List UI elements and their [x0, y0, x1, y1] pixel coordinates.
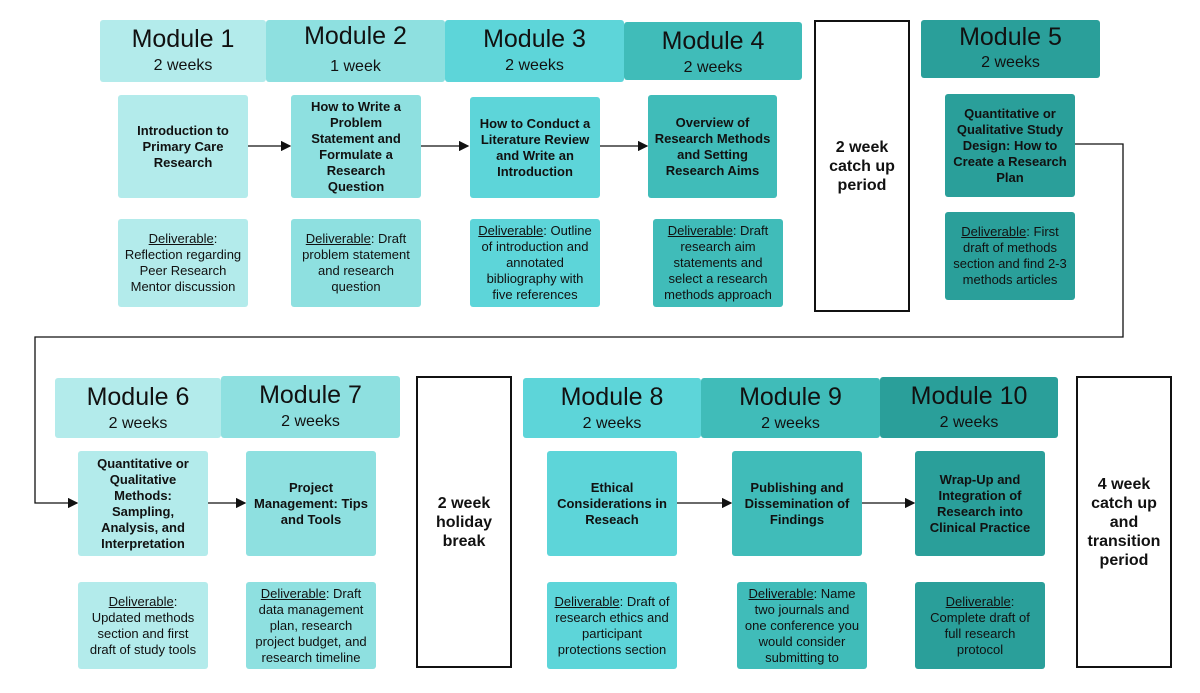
module-3-topic: How to Conduct a Literature Review and W…: [470, 97, 600, 198]
module-10-deliverable: Deliverable:Complete draft of full resea…: [915, 582, 1045, 669]
module-3-duration: 2 weeks: [505, 57, 564, 74]
deliverable-label: Deliverable: [148, 231, 214, 246]
module-10-header: Module 10 2 weeks: [880, 377, 1058, 438]
module-8-deliverable-text: Draft of research ethics and participant…: [555, 593, 670, 657]
module-7-deliverable: Deliverable: Draft data management plan,…: [246, 582, 376, 669]
module-10-title: Module 10: [910, 382, 1028, 410]
module-6-topic: Quantitative or Qualitative Methods: Sam…: [78, 451, 208, 556]
module-7-title: Module 7: [259, 381, 362, 409]
module-9-title: Module 9: [739, 383, 842, 411]
deliverable-label: Deliverable: [667, 223, 733, 238]
module-4-title: Module 4: [661, 27, 765, 55]
module-2-header: Module 2 1 week: [266, 20, 445, 82]
module-1-topic: Introduction to Primary Care Research: [118, 95, 248, 198]
module-7-deliverable-text: Draft data management plan, research pro…: [255, 585, 367, 665]
module-7-duration: 2 weeks: [281, 413, 340, 430]
arrow-m5-m6: [34, 143, 1124, 509]
module-6-deliverable: Deliverable:Updated methods section and …: [78, 582, 208, 669]
deliverable-label: Deliverable: [554, 593, 620, 609]
module-8-deliverable: Deliverable: Draft of research ethics an…: [547, 582, 677, 669]
holiday-break-box: 2 week holiday break: [416, 376, 512, 668]
module-3-deliverable-text: Outline of introduction and annotated bi…: [481, 223, 592, 302]
module-4-header: Module 4 2 weeks: [624, 22, 802, 80]
module-2-duration: 1 week: [330, 58, 381, 75]
module-10-topic: Wrap-Up and Integration of Research into…: [915, 451, 1045, 556]
deliverable-label: Deliverable: [305, 231, 371, 246]
deliverable-label: Deliverable: [108, 593, 174, 609]
module-2-topic: How to Write a Problem Statement and For…: [291, 95, 421, 198]
catch-up-period-text: 2 week catch up period: [829, 138, 895, 194]
holiday-break-text: 2 week holiday break: [435, 494, 492, 550]
deliverable-label: Deliverable: [945, 593, 1011, 609]
deliverable-label: Deliverable: [961, 224, 1027, 239]
module-5-header: Module 5 2 weeks: [921, 20, 1100, 78]
module-5-title: Module 5: [959, 23, 1062, 51]
module-10-deliverable-text: Complete draft of full research protocol: [930, 609, 1030, 657]
module-9-duration: 2 weeks: [761, 415, 820, 432]
module-2-deliverable: Deliverable: Draft problem statement and…: [291, 219, 421, 307]
module-1-duration: 2 weeks: [153, 57, 213, 74]
transition-period-text: 4 week catch up and transition period: [1087, 475, 1161, 569]
module-5-deliverable-text: First draft of methods section and find …: [953, 224, 1067, 287]
module-6-title: Module 6: [86, 383, 190, 411]
module-2-deliverable-text: Draft problem statement and research que…: [302, 231, 410, 294]
deliverable-label: Deliverable: [748, 585, 814, 601]
module-5-deliverable: Deliverable: First draft of methods sect…: [945, 212, 1075, 300]
module-1-title: Module 1: [131, 25, 235, 53]
transition-period-box: 4 week catch up and transition period: [1076, 376, 1172, 668]
module-6-deliverable-text: Updated methods section and first draft …: [89, 609, 197, 657]
module-7-topic: Project Management: Tips and Tools: [246, 451, 376, 556]
module-4-topic: Overview of Research Methods and Setting…: [648, 95, 777, 198]
module-9-header: Module 9 2 weeks: [701, 378, 880, 438]
module-4-deliverable-text: Draft research aim statements and select…: [664, 223, 772, 302]
module-8-header: Module 8 2 weeks: [523, 378, 701, 438]
module-9-topic: Publishing and Dissemination of Findings: [732, 451, 862, 556]
module-4-duration: 2 weeks: [683, 59, 743, 76]
deliverable-label: Deliverable: [260, 585, 326, 601]
module-8-duration: 2 weeks: [582, 415, 642, 432]
module-1-deliverable-text: Reflection regarding Peer Research Mento…: [124, 247, 242, 294]
module-6-duration: 2 weeks: [108, 415, 168, 432]
module-8-title: Module 8: [560, 383, 664, 411]
catch-up-period-box: 2 week catch up period: [814, 20, 910, 312]
module-2-title: Module 2: [304, 22, 407, 50]
module-6-header: Module 6 2 weeks: [55, 378, 221, 438]
module-3-title: Module 3: [483, 25, 586, 53]
module-10-duration: 2 weeks: [939, 414, 999, 431]
deliverable-label: Deliverable: [478, 223, 544, 238]
module-3-header: Module 3 2 weeks: [445, 20, 624, 82]
module-9-deliverable-text: Name two journals and one conference you…: [744, 585, 860, 665]
module-3-deliverable: Deliverable: Outline of introduction and…: [470, 219, 600, 307]
module-9-deliverable: Deliverable: Name two journals and one c…: [737, 582, 867, 669]
module-1-deliverable: Deliverable:Reflection regarding Peer Re…: [118, 219, 248, 307]
module-7-header: Module 7 2 weeks: [221, 376, 400, 438]
module-4-deliverable: Deliverable: Draft research aim statemen…: [653, 219, 783, 307]
module-1-header: Module 1 2 weeks: [100, 20, 266, 82]
module-5-duration: 2 weeks: [981, 54, 1040, 71]
module-8-topic: Ethical Considerations in Reseach: [547, 451, 677, 556]
module-5-topic: Quantitative or Qualitative Study Design…: [945, 94, 1075, 197]
